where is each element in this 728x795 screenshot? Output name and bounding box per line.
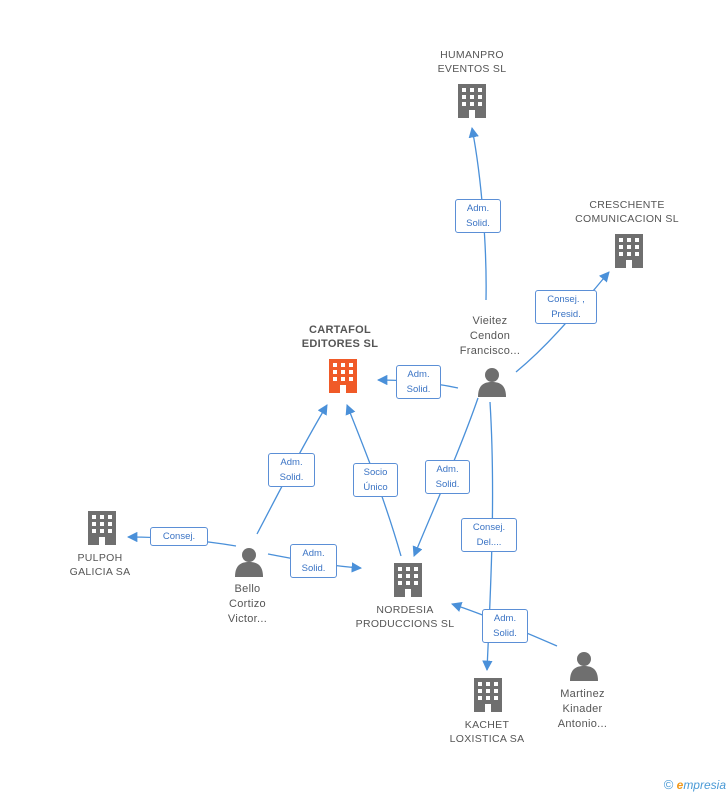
relation-nordesia-cartafol[interactable]: Socio Único [353, 463, 398, 497]
relation-vieitez-humanpro[interactable]: Adm. Solid. [455, 199, 501, 233]
relation-vieitez-kachet[interactable]: Consej. Del.... [461, 518, 517, 552]
footer-brand: © empresia [664, 777, 726, 792]
vieitez-person-icon[interactable] [478, 368, 506, 397]
copyright-symbol: © [663, 777, 674, 792]
brand-name: mpresia [683, 778, 726, 792]
nordesia-building-icon[interactable] [394, 563, 422, 597]
bello-label[interactable]: Bello Cortizo Victor... [227, 583, 268, 625]
vieitez-label[interactable]: Vieitez Cendon Francisco... [459, 315, 521, 357]
kachet-building-icon[interactable] [474, 678, 502, 712]
relation-vieitez-nordesia[interactable]: Adm. Solid. [425, 460, 470, 494]
crescente-building-icon[interactable] [615, 234, 643, 268]
pulpoh-building-icon[interactable] [88, 511, 116, 545]
relation-martinez-nordesia[interactable]: Adm. Solid. [482, 609, 528, 643]
relation-bello-nordesia[interactable]: Adm. Solid. [290, 544, 337, 578]
relation-vieitez-crescente[interactable]: Consej. , Presid. [535, 290, 597, 324]
pulpoh-label[interactable]: PULPOH GALICIA SA [69, 552, 131, 578]
cartafol-label[interactable]: CARTAFOL EDITORES SL [301, 324, 379, 350]
humanpro-label[interactable]: HUMANPRO EVENTOS SL [437, 49, 507, 75]
relation-bello-cartafol[interactable]: Adm. Solid. [268, 453, 315, 487]
nordesia-label[interactable]: NORDESIA PRODUCCIONS SL [355, 604, 455, 630]
bello-person-icon[interactable] [235, 548, 263, 577]
humanpro-building-icon[interactable] [458, 84, 486, 118]
cartafol-building-icon[interactable] [329, 359, 357, 393]
martinez-person-icon[interactable] [570, 652, 598, 681]
relation-vieitez-cartafol[interactable]: Adm. Solid. [396, 365, 441, 399]
crescente-label[interactable]: CRESCHENTE COMUNICACION SL [575, 199, 679, 225]
kachet-label[interactable]: KACHET LOXISTICA SA [449, 719, 525, 745]
brand-initial: e [676, 778, 684, 792]
martinez-label[interactable]: Martinez Kinader Antonio... [557, 688, 608, 730]
relation-bello-pulpoh[interactable]: Consej. [150, 527, 208, 546]
